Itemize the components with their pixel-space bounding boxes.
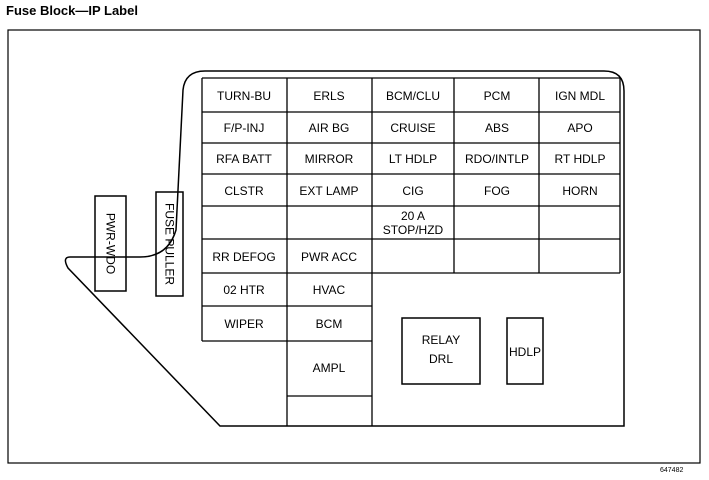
fuse-pwr-acc: PWR ACC bbox=[301, 250, 357, 264]
relay-label: RELAY bbox=[422, 333, 460, 347]
fuse-grid bbox=[201, 77, 621, 426]
hdlp-relay-label: HDLP bbox=[509, 345, 541, 359]
fuse-erls: ERLS bbox=[313, 89, 344, 103]
fuse-fog: FOG bbox=[484, 184, 510, 198]
fuse-bcm-clu: BCM/CLU bbox=[386, 89, 440, 103]
fuse-hvac: HVAC bbox=[313, 283, 346, 297]
fuse-ampl: AMPL bbox=[313, 361, 346, 375]
fuse-ign-mdl: IGN MDL bbox=[555, 89, 605, 103]
fuse-puller-label: FUSE PULLER bbox=[163, 203, 177, 285]
fuse-stop-hzd-amp: 20 A bbox=[401, 209, 425, 223]
relay-drl-box bbox=[401, 317, 481, 385]
fuse-cig: CIG bbox=[402, 184, 423, 198]
fuse-rdo-intlp: RDO/INTLP bbox=[465, 152, 529, 166]
relay-drl-label: DRL bbox=[429, 352, 453, 366]
fuse-air-bg: AIR BG bbox=[309, 121, 350, 135]
fuse-rr-defog: RR DEFOG bbox=[212, 250, 275, 264]
fuse-mirror: MIRROR bbox=[305, 152, 354, 166]
fuse-turn-bu: TURN-BU bbox=[217, 89, 271, 103]
fuse-rt-hdlp: RT HDLP bbox=[555, 152, 606, 166]
fuse-apo: APO bbox=[567, 121, 592, 135]
fuse-cruise: CRUISE bbox=[390, 121, 435, 135]
pwr-wdo-box bbox=[94, 195, 127, 292]
fuse-labels: TURN-BU ERLS BCM/CLU PCM IGN MDL F/P-INJ… bbox=[212, 89, 605, 375]
fuse-block-outline bbox=[64, 70, 625, 427]
hdlp-relay-box bbox=[506, 317, 544, 385]
pwr-wdo-label: PWR-WDO bbox=[104, 213, 118, 274]
fuse-pcm: PCM bbox=[484, 89, 511, 103]
diagram-title: Fuse Block—IP Label bbox=[6, 3, 138, 18]
fuse-o2-htr: 02 HTR bbox=[223, 283, 265, 297]
fuse-abs: ABS bbox=[485, 121, 509, 135]
fuse-fp-inj: F/P-INJ bbox=[224, 121, 265, 135]
fuse-ext-lamp: EXT LAMP bbox=[299, 184, 358, 198]
fuse-lt-hdlp: LT HDLP bbox=[389, 152, 437, 166]
fuse-horn: HORN bbox=[562, 184, 597, 198]
fuse-clstr: CLSTR bbox=[224, 184, 264, 198]
fuse-bcm: BCM bbox=[316, 317, 343, 331]
outer-frame bbox=[7, 29, 701, 464]
fuse-stop-hzd: STOP/HZD bbox=[383, 223, 444, 237]
figure-number: 647482 bbox=[660, 467, 683, 474]
fuse-wiper: WIPER bbox=[224, 317, 264, 331]
fuse-rfa-batt: RFA BATT bbox=[216, 152, 272, 166]
fuse-puller-box bbox=[155, 191, 184, 297]
